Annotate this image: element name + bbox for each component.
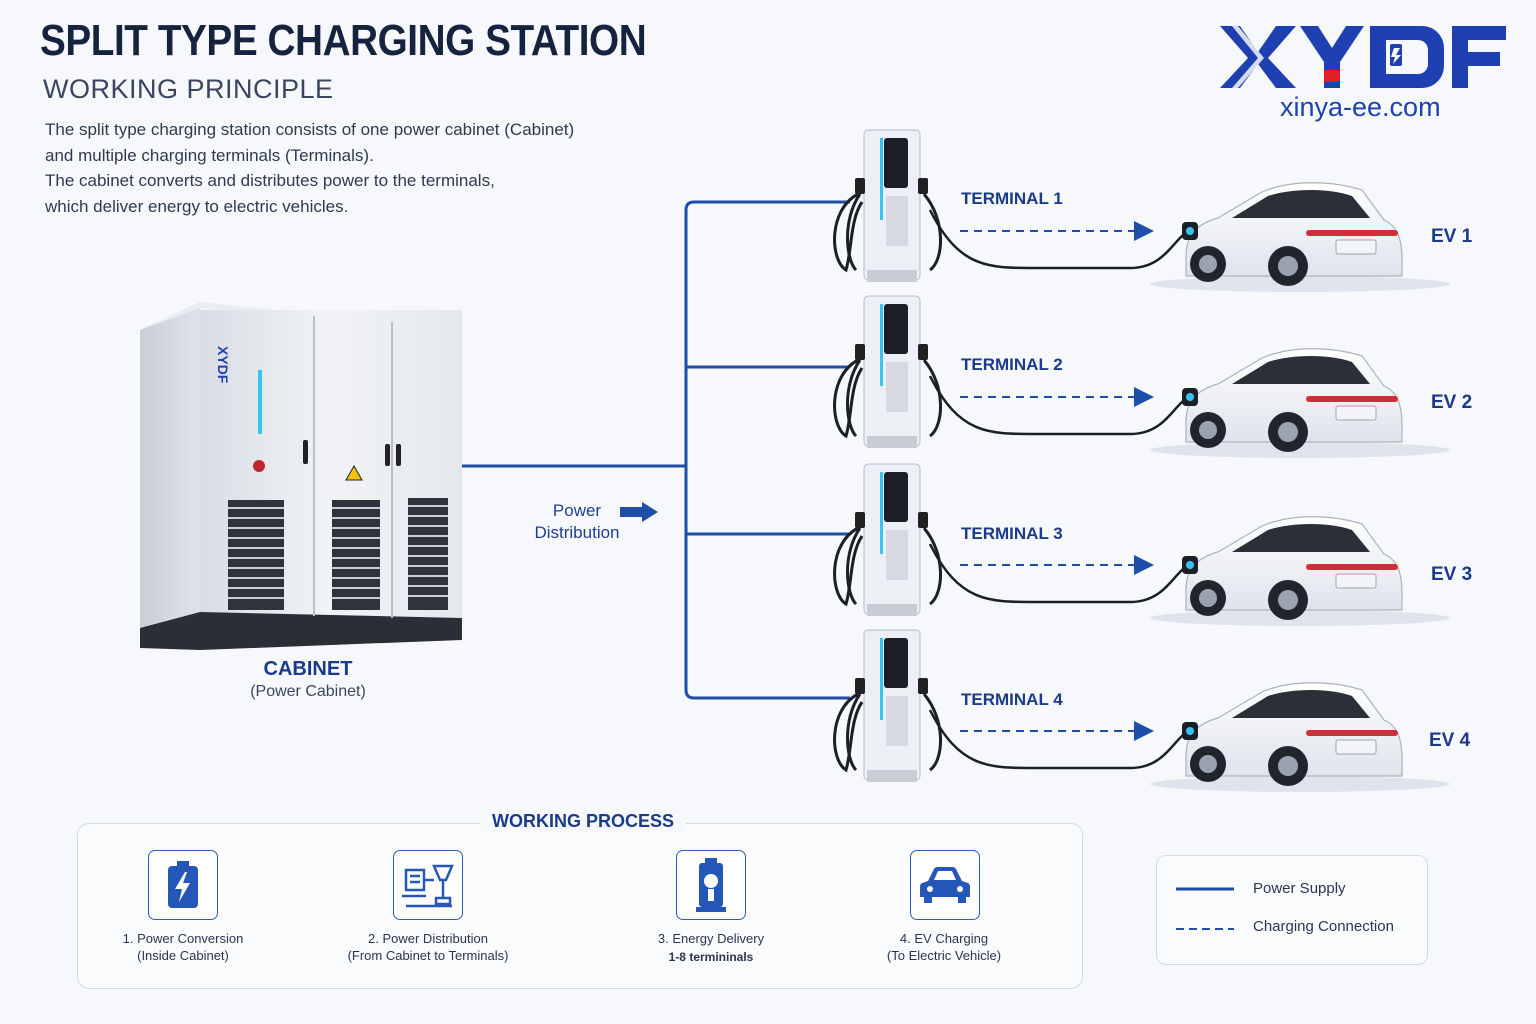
step-detail: (To Electric Vehicle): [886, 948, 1002, 963]
charging-cable: [928, 209, 1191, 270]
charging-terminal-icon: [676, 850, 746, 920]
terminal-label: TERMINAL 3: [961, 524, 1063, 543]
description-line: The cabinet converts and distributes pow…: [45, 171, 495, 190]
step-detail: 1-8 termininals: [668, 950, 754, 964]
legend-swatches: [1176, 887, 1234, 930]
brand-url: xinya-ee.com: [1280, 92, 1441, 122]
step-title: 2. Power Distribution: [368, 931, 488, 946]
process-step-4: 4. EV Charging (To Electric Vehicle): [869, 930, 1019, 964]
distribution-icon: [393, 850, 463, 920]
ev-label: EV 4: [1429, 730, 1471, 751]
electric-vehicle: [1150, 348, 1450, 458]
step-title: 3. Energy Delivery: [657, 931, 765, 946]
electric-vehicle: [1150, 682, 1450, 792]
legend-item-power-supply: Power Supply: [1253, 880, 1346, 897]
process-step-2: 2. Power Distribution (From Cabinet to T…: [338, 930, 518, 964]
ev-label: EV 2: [1431, 392, 1473, 413]
terminal-unit: [833, 295, 942, 448]
step-detail: (From Cabinet to Terminals): [347, 948, 509, 963]
svg-text:XYDF: XYDF: [215, 346, 231, 384]
terminal-label: TERMINAL 2: [961, 355, 1063, 374]
charging-cable: [928, 543, 1191, 604]
terminal-label: TERMINAL 4: [961, 690, 1063, 709]
description-line: and multiple charging terminals (Termina…: [45, 145, 374, 165]
terminal-unit: [833, 463, 942, 616]
legend: [1156, 855, 1428, 965]
power-supply-lines: [462, 200, 850, 700]
step-detail: (Inside Cabinet): [137, 948, 229, 963]
description-line: The split type charging station consists…: [45, 120, 575, 139]
working-process-title: WORKING PROCESS: [480, 811, 687, 832]
brand-logo: [1220, 26, 1506, 88]
power-distribution-arrow: [620, 502, 658, 522]
cabinet-sublabel: (Power Cabinet): [250, 683, 366, 700]
step-title: 4. EV Charging: [899, 931, 989, 946]
description-line: which deliver energy to electric vehicle…: [45, 196, 349, 216]
process-step-3: 3. Energy Delivery 1-8 termininals: [636, 930, 786, 966]
electric-vehicle: [1150, 516, 1450, 626]
cabinet-illustration: XYDF: [140, 302, 462, 650]
process-step-1: 1. Power Conversion (Inside Cabinet): [108, 930, 258, 964]
terminal-unit: [833, 129, 942, 282]
charging-cable: [928, 375, 1191, 436]
terminal-unit: [833, 629, 942, 782]
ev-label: EV 1: [1431, 226, 1473, 247]
charging-cable: [928, 709, 1191, 770]
page-title: SPLIT TYPE CHARGING STATION: [40, 16, 647, 65]
power-distribution-label: Power Distribution: [534, 501, 620, 542]
cabinet-label: CABINET: [263, 658, 353, 680]
description: The split type charging station consists…: [45, 117, 645, 219]
legend-item-charging-connection: Charging Connection: [1253, 918, 1394, 935]
battery-bolt-icon: [148, 850, 218, 920]
page-subtitle: WORKING PRINCIPLE: [43, 74, 334, 104]
terminal-label: TERMINAL 1: [961, 189, 1063, 208]
electric-vehicle: [1150, 182, 1450, 292]
step-title: 1. Power Conversion: [122, 931, 244, 946]
car-icon: [910, 850, 980, 920]
ev-label: EV 3: [1431, 564, 1473, 585]
